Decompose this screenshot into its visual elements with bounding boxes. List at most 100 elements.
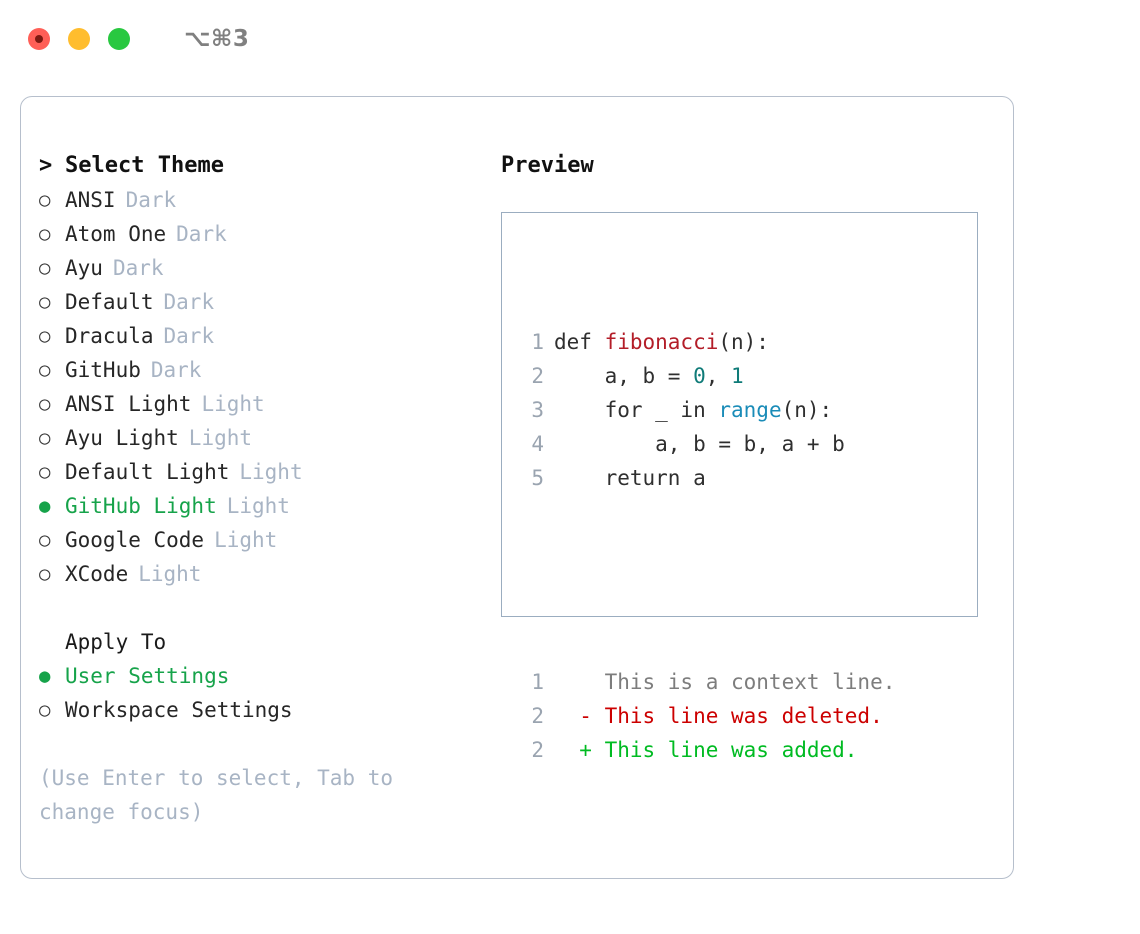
radio-unselected-icon: ○ (39, 461, 51, 483)
theme-option-ayu-light[interactable]: ○ Ayu Light Light (39, 421, 489, 455)
preview-title: Preview (501, 153, 594, 178)
diff-line-text: - This line was deleted. (554, 704, 883, 728)
code-token: def (554, 330, 605, 354)
line-number: 5 (531, 466, 544, 490)
code-blank-line (522, 563, 895, 597)
apply-to-option-label: Workspace Settings (65, 698, 293, 722)
theme-option-label: ANSI (65, 188, 116, 212)
spacer-icon: ○ (39, 625, 65, 659)
select-theme-heading: > Select Theme (39, 149, 489, 183)
theme-option-tag: Dark (150, 358, 202, 382)
theme-option-label: ANSI Light (65, 392, 192, 416)
maximize-window-button[interactable] (108, 28, 130, 50)
radio-unselected-icon: ○ (39, 189, 51, 211)
code-token: return a (554, 466, 706, 490)
code-token: a, b = b, a + b (554, 432, 845, 456)
radio-unselected-icon: ○ (39, 529, 51, 551)
theme-option-tag: Light (188, 426, 253, 450)
radio-unselected-icon: ○ (39, 325, 51, 347)
line-number: 2 (531, 738, 544, 762)
code-line: 2 a, b = 0, 1 (522, 359, 895, 393)
apply-to-list: ● User Settings ○ Workspace Settings (39, 659, 489, 727)
keyboard-shortcut-label: ⌥⌘3 (184, 26, 250, 52)
close-window-button[interactable] (28, 28, 50, 50)
theme-option-label: GitHub Light (65, 494, 217, 518)
theme-option-label: XCode (65, 562, 129, 586)
theme-option-github-light[interactable]: ● GitHub Light Light (39, 489, 489, 523)
line-number: 2 (531, 704, 544, 728)
code-line: 1 def fibonacci(n): (522, 325, 895, 359)
theme-option-label: Dracula (65, 324, 154, 348)
theme-option-default-light[interactable]: ○ Default Light Light (39, 455, 489, 489)
minimize-window-button[interactable] (68, 28, 90, 50)
line-number: 1 (531, 330, 544, 354)
line-number: 3 (531, 398, 544, 422)
theme-option-tag: Dark (125, 188, 177, 212)
code-token: 1 (731, 364, 744, 388)
diff-line: 2 + This line was added. (522, 733, 895, 767)
theme-option-tag: Light (138, 562, 202, 586)
theme-option-label: Default Light (65, 460, 230, 484)
theme-option-tag: Dark (112, 256, 164, 280)
radio-unselected-icon: ○ (39, 223, 51, 245)
radio-unselected-icon: ○ (39, 699, 51, 721)
diff-line-text: This is a context line. (554, 670, 896, 694)
code-token: (n): (718, 330, 769, 354)
theme-option-dracula[interactable]: ○ Dracula Dark (39, 319, 489, 353)
theme-option-google-code[interactable]: ○ Google Code Light (39, 523, 489, 557)
theme-option-label: Default (65, 290, 154, 314)
select-theme-heading-label: Select Theme (65, 153, 224, 178)
theme-option-ansi[interactable]: ○ ANSI Dark (39, 183, 489, 217)
radio-unselected-icon: ○ (39, 257, 51, 279)
theme-option-xcode[interactable]: ○ XCode Light (39, 557, 489, 591)
radio-unselected-icon: ○ (39, 427, 51, 449)
theme-option-tag: Light (226, 494, 290, 518)
keyboard-hint-text: (Use Enter to select, Tab to change focu… (39, 766, 394, 824)
line-number: 2 (531, 364, 544, 388)
apply-to-heading-label: Apply To (65, 630, 167, 654)
title-bar: ⌥⌘3 (0, 0, 1140, 78)
theme-option-tag: Dark (163, 324, 215, 348)
theme-option-default[interactable]: ○ Default Dark (39, 285, 489, 319)
radio-selected-icon: ● (39, 665, 51, 687)
code-token: for _ in (554, 398, 719, 422)
code-token: a, b = (554, 364, 694, 388)
radio-selected-icon: ● (39, 495, 51, 517)
theme-option-label: Atom One (65, 222, 167, 246)
radio-unselected-icon: ○ (39, 563, 51, 585)
theme-option-label: Google Code (65, 528, 205, 552)
code-token: fibonacci (604, 330, 719, 354)
code-token: , (705, 364, 732, 388)
apply-to-heading: ○ Apply To (39, 625, 489, 659)
theme-option-tag: Dark (163, 290, 215, 314)
theme-option-tag: Light (239, 460, 303, 484)
radio-unselected-icon: ○ (39, 291, 51, 313)
diff-line: 1 This is a context line. (522, 665, 895, 699)
code-token: 0 (693, 364, 706, 388)
code-line: 4 a, b = b, a + b (522, 427, 895, 461)
theme-option-label: GitHub (65, 358, 141, 382)
theme-option-tag: Light (214, 528, 278, 552)
apply-to-option-user-settings[interactable]: ● User Settings (39, 659, 489, 693)
radio-unselected-icon: ○ (39, 393, 51, 415)
line-number: 4 (531, 432, 544, 456)
theme-option-label: Ayu Light (65, 426, 179, 450)
code-line: 3 for _ in range(n): (522, 393, 895, 427)
line-number: 1 (531, 670, 544, 694)
code-token: range (718, 398, 782, 422)
window-controls (28, 28, 130, 50)
apply-to-option-label: User Settings (65, 664, 230, 688)
caret-icon: > (39, 153, 53, 178)
apply-to-option-workspace-settings[interactable]: ○ Workspace Settings (39, 693, 489, 727)
